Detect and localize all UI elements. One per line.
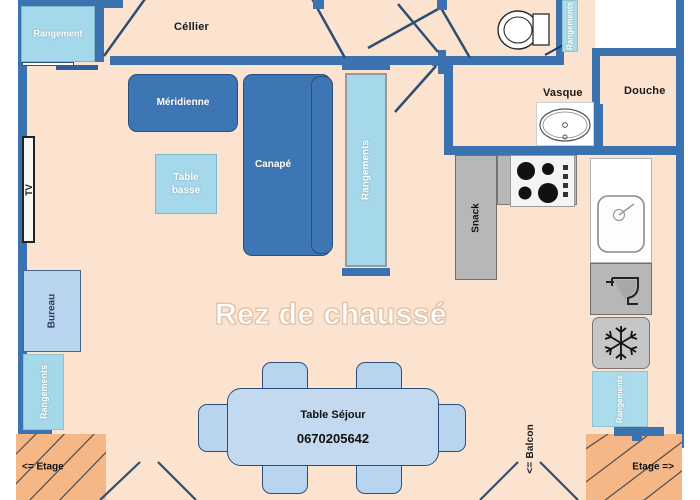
storage-top-left[interactable]: Rangement bbox=[21, 6, 95, 62]
storage-right-label: Rangements bbox=[615, 374, 625, 424]
void-right-strip bbox=[682, 0, 700, 500]
meridienne-label: Méridienne bbox=[156, 96, 210, 108]
room-label-cellier: Céllier bbox=[174, 21, 210, 33]
sofa-backrest bbox=[311, 76, 333, 254]
stairs-left-hatching bbox=[16, 434, 106, 500]
storage-center-label: Rangements bbox=[360, 139, 372, 201]
coffee-table[interactable]: Table basse bbox=[155, 154, 217, 214]
threshold-rangement-2 bbox=[56, 65, 98, 70]
storage-left-label: Rangements bbox=[38, 364, 49, 420]
wall-corridor-tee-vert bbox=[438, 50, 446, 74]
storage-wc-label: Rangements bbox=[565, 1, 575, 51]
threshold-rangement bbox=[22, 62, 74, 66]
wall-kitchen-top bbox=[444, 146, 684, 155]
storage-center-column[interactable]: Rangements bbox=[345, 73, 387, 267]
wall-rangement-right bbox=[95, 0, 104, 62]
room-label-douche: Douche bbox=[624, 85, 666, 97]
tv-label: TV bbox=[23, 183, 34, 196]
void-bottom-left bbox=[0, 430, 16, 500]
desk-bureau[interactable]: Bureau bbox=[23, 270, 81, 352]
chaise-longue-meridienne[interactable]: Méridienne bbox=[128, 74, 238, 132]
room-label-vasque: Vasque bbox=[543, 87, 583, 99]
storage-right[interactable]: Rangements bbox=[592, 371, 648, 427]
wall-cellier-bottom bbox=[110, 56, 445, 65]
wall-douche-right bbox=[676, 45, 684, 155]
stairs-right-hatching bbox=[586, 434, 682, 500]
freezer-snowflake-icon bbox=[604, 326, 638, 360]
stairs-right-label: Etage => bbox=[632, 461, 674, 473]
wall-left-outer-lower bbox=[18, 268, 27, 438]
dining-table-sejour[interactable]: Table Séjour 0670205642 bbox=[227, 388, 439, 466]
stairs-left-label: <= Etage bbox=[22, 461, 64, 473]
wall-corridor-left bbox=[444, 56, 453, 155]
wall-left-outer bbox=[18, 0, 27, 268]
wall-wc-bottom bbox=[444, 56, 564, 65]
coffee-table-label-line2: basse bbox=[171, 184, 201, 196]
storage-wc[interactable]: Rangements bbox=[562, 0, 578, 52]
stairs-right[interactable]: Etage => bbox=[586, 434, 682, 500]
dining-table-phone: 0670205642 bbox=[296, 431, 370, 447]
wall-right-outer-upper bbox=[676, 0, 684, 52]
wall-stairs-right-stub-vert bbox=[632, 427, 642, 441]
dishwasher-icon bbox=[606, 277, 639, 305]
wall-storage-center-bottom bbox=[342, 268, 390, 276]
storage-top-left-label: Rangement bbox=[33, 28, 83, 39]
wall-top-left bbox=[18, 0, 123, 8]
wall-top-tee-a bbox=[437, 0, 447, 10]
stairs-left[interactable]: <= Etage bbox=[16, 434, 106, 500]
dining-table-label: Table Séjour bbox=[300, 409, 366, 422]
snack-label: Snack bbox=[470, 202, 482, 233]
bureau-label: Bureau bbox=[46, 293, 58, 329]
washbasin-icon bbox=[539, 108, 591, 142]
canape-label: Canapé bbox=[254, 158, 292, 170]
wall-storage-center-top bbox=[342, 62, 390, 70]
kitchen-sink-icon bbox=[597, 195, 645, 253]
snack-counter[interactable]: Snack bbox=[455, 155, 497, 280]
balcon-label: <= Balcon bbox=[525, 424, 536, 474]
wall-douche-left bbox=[592, 48, 600, 153]
stove-icon bbox=[517, 162, 568, 203]
void-left-outside bbox=[0, 0, 18, 500]
dining-chair-left[interactable] bbox=[198, 404, 232, 452]
wall-wc-right bbox=[556, 0, 564, 60]
coffee-table-label-line1: Table bbox=[173, 171, 199, 183]
tv-unit[interactable]: TV bbox=[22, 136, 35, 243]
wall-douche-top bbox=[592, 48, 684, 56]
page-title: Rez de chaussé bbox=[214, 298, 448, 332]
wall-right-outer-mid bbox=[676, 148, 684, 448]
wall-vasque-right bbox=[596, 104, 603, 150]
toilet-icon bbox=[497, 10, 550, 50]
storage-left[interactable]: Rangements bbox=[23, 354, 64, 430]
void-top-left-outside bbox=[0, 0, 18, 10]
